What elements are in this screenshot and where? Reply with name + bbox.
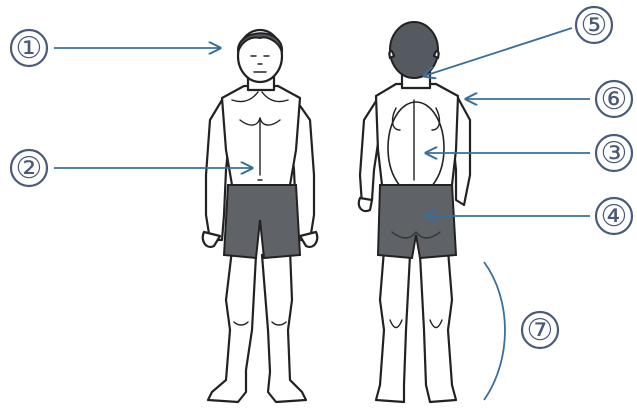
bracket-7 — [484, 262, 505, 400]
label-4-buttocks: ④ — [426, 198, 632, 234]
label-1-text: ① — [16, 31, 43, 66]
front-view-body — [203, 30, 318, 402]
label-6-text: ⑥ — [601, 82, 628, 117]
label-2-text: ② — [16, 151, 43, 186]
label-7-text: ⑦ — [527, 313, 554, 348]
back-view-body — [359, 22, 470, 402]
label-1-head: ① — [11, 30, 220, 66]
label-7-legs: ⑦ — [484, 262, 558, 400]
label-6-back-side: ⑥ — [466, 81, 632, 117]
arrow-5 — [424, 28, 572, 76]
label-3-text: ③ — [601, 136, 628, 171]
label-5-text: ⑤ — [581, 8, 608, 43]
label-4-text: ④ — [601, 199, 628, 234]
label-5-nape: ⑤ — [424, 7, 612, 76]
